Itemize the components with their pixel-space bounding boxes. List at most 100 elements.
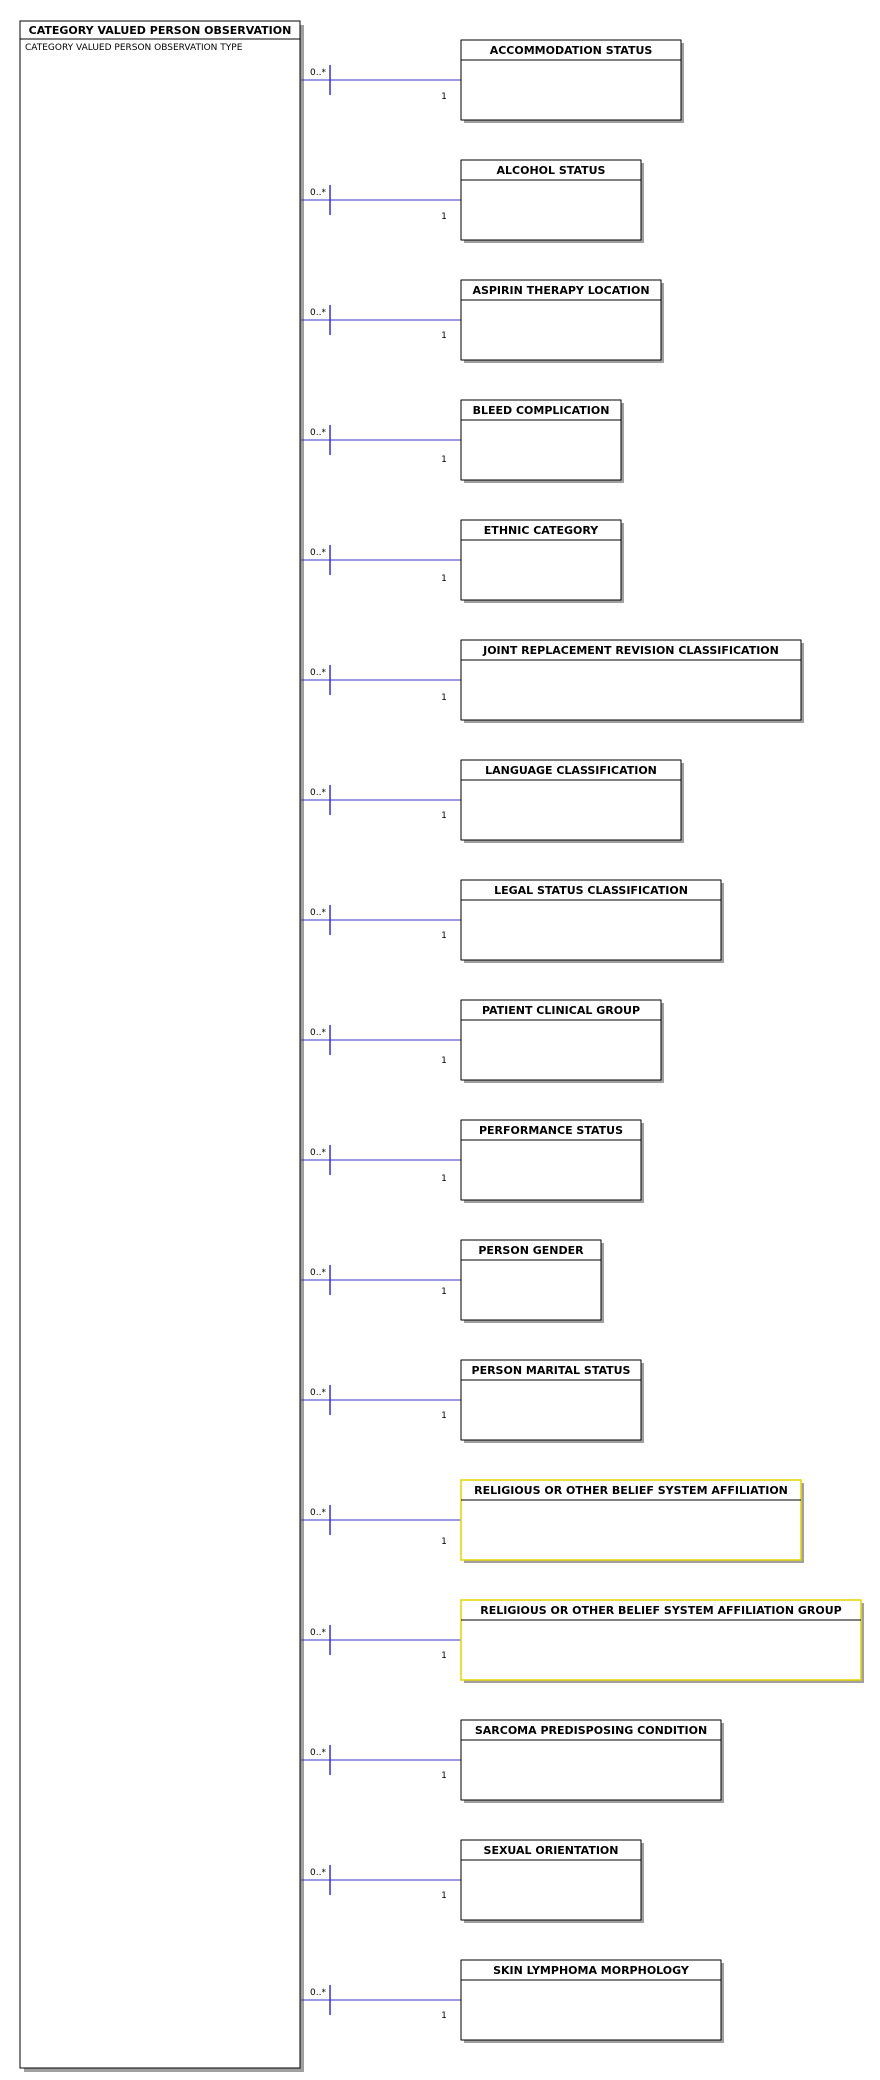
relationship-row: 0..* 1 PATIENT CLINICAL GROUP bbox=[301, 999, 664, 1083]
source-multiplicity: 0..* bbox=[310, 1028, 326, 1038]
entity-title: JOINT REPLACEMENT REVISION CLASSIFICATIO… bbox=[482, 644, 779, 657]
entity-title: SKIN LYMPHOMA MORPHOLOGY bbox=[493, 1964, 690, 1977]
entity-title: BLEED COMPLICATION bbox=[473, 404, 610, 417]
entity-title: LANGUAGE CLASSIFICATION bbox=[485, 764, 657, 777]
entity-frame bbox=[460, 1119, 642, 1201]
entity-title: LEGAL STATUS CLASSIFICATION bbox=[494, 884, 688, 897]
target-multiplicity: 1 bbox=[441, 931, 447, 941]
target-multiplicity: 1 bbox=[441, 1651, 447, 1661]
entity-box[interactable]: PERSON GENDER bbox=[460, 1239, 604, 1323]
source-multiplicity: 0..* bbox=[310, 1868, 326, 1878]
main-entity-attribute: CATEGORY VALUED PERSON OBSERVATION TYPE bbox=[25, 43, 243, 53]
entity-frame bbox=[460, 39, 682, 121]
entity-frame bbox=[460, 639, 802, 721]
entity-title: PERFORMANCE STATUS bbox=[479, 1124, 623, 1137]
target-multiplicity: 1 bbox=[441, 2011, 447, 2021]
entity-title: PERSON MARITAL STATUS bbox=[472, 1364, 631, 1377]
main-entity-box[interactable]: CATEGORY VALUED PERSON OBSERVATION CATEG… bbox=[19, 20, 304, 2072]
entity-box[interactable]: LEGAL STATUS CLASSIFICATION bbox=[460, 879, 724, 963]
source-multiplicity: 0..* bbox=[310, 1508, 326, 1518]
source-multiplicity: 0..* bbox=[310, 1628, 326, 1638]
entity-title: RELIGIOUS OR OTHER BELIEF SYSTEM AFFILIA… bbox=[480, 1604, 841, 1617]
entity-frame bbox=[460, 159, 642, 241]
target-multiplicity: 1 bbox=[441, 811, 447, 821]
relationship-row: 0..* 1 SEXUAL ORIENTATION bbox=[301, 1839, 644, 1923]
entity-box[interactable]: RELIGIOUS OR OTHER BELIEF SYSTEM AFFILIA… bbox=[460, 1479, 804, 1563]
entity-title: SEXUAL ORIENTATION bbox=[484, 1844, 619, 1857]
entity-box[interactable]: SEXUAL ORIENTATION bbox=[460, 1839, 644, 1923]
entity-title: PERSON GENDER bbox=[478, 1244, 584, 1257]
entity-box[interactable]: ALCOHOL STATUS bbox=[460, 159, 644, 243]
relationship-row: 0..* 1 PERFORMANCE STATUS bbox=[301, 1119, 644, 1203]
entity-frame bbox=[460, 1479, 802, 1561]
source-multiplicity: 0..* bbox=[310, 188, 326, 198]
entity-title: ASPIRIN THERAPY LOCATION bbox=[472, 284, 649, 297]
entity-box[interactable]: SARCOMA PREDISPOSING CONDITION bbox=[460, 1719, 724, 1803]
target-multiplicity: 1 bbox=[441, 1537, 447, 1547]
entity-box[interactable]: ACCOMMODATION STATUS bbox=[460, 39, 684, 123]
target-multiplicity: 1 bbox=[441, 331, 447, 341]
entity-frame bbox=[460, 1839, 642, 1921]
source-multiplicity: 0..* bbox=[310, 428, 326, 438]
entity-frame bbox=[460, 879, 722, 961]
entity-title: ALCOHOL STATUS bbox=[497, 164, 606, 177]
relationship-row: 0..* 1 ETHNIC CATEGORY bbox=[301, 519, 624, 603]
entity-frame bbox=[460, 279, 662, 361]
relationship-row: 0..* 1 JOINT REPLACEMENT REVISION CLASSIFI… bbox=[301, 639, 804, 723]
entity-title: RELIGIOUS OR OTHER BELIEF SYSTEM AFFILIA… bbox=[474, 1484, 788, 1497]
source-multiplicity: 0..* bbox=[310, 68, 326, 78]
main-entity-title: CATEGORY VALUED PERSON OBSERVATION bbox=[29, 24, 292, 37]
entity-frame bbox=[460, 1719, 722, 1801]
source-multiplicity: 0..* bbox=[310, 1148, 326, 1158]
source-multiplicity: 0..* bbox=[310, 1268, 326, 1278]
target-multiplicity: 1 bbox=[441, 1411, 447, 1421]
entity-box[interactable]: PERFORMANCE STATUS bbox=[460, 1119, 644, 1203]
entity-box[interactable]: ASPIRIN THERAPY LOCATION bbox=[460, 279, 664, 363]
entity-title: PATIENT CLINICAL GROUP bbox=[482, 1004, 640, 1017]
entity-title: SARCOMA PREDISPOSING CONDITION bbox=[475, 1724, 707, 1737]
target-multiplicity: 1 bbox=[441, 1771, 447, 1781]
entity-frame bbox=[460, 1959, 722, 2041]
target-multiplicity: 1 bbox=[441, 92, 447, 102]
target-multiplicity: 1 bbox=[441, 1056, 447, 1066]
entity-frame bbox=[460, 1359, 642, 1441]
source-multiplicity: 0..* bbox=[310, 908, 326, 918]
relationship-row: 0..* 1 LEGAL STATUS CLASSIFICATION bbox=[301, 879, 724, 963]
entity-box[interactable]: RELIGIOUS OR OTHER BELIEF SYSTEM AFFILIA… bbox=[460, 1599, 864, 1683]
entity-box[interactable]: JOINT REPLACEMENT REVISION CLASSIFICATIO… bbox=[460, 639, 804, 723]
entity-box[interactable]: ETHNIC CATEGORY bbox=[460, 519, 624, 603]
source-multiplicity: 0..* bbox=[310, 548, 326, 558]
relationship-row: 0..* 1 ASPIRIN THERAPY LOCATION bbox=[301, 279, 664, 363]
target-multiplicity: 1 bbox=[441, 693, 447, 703]
entity-frame bbox=[460, 399, 622, 481]
source-multiplicity: 0..* bbox=[310, 1388, 326, 1398]
target-multiplicity: 1 bbox=[441, 455, 447, 465]
source-multiplicity: 0..* bbox=[310, 1748, 326, 1758]
target-multiplicity: 1 bbox=[441, 574, 447, 584]
entity-box[interactable]: LANGUAGE CLASSIFICATION bbox=[460, 759, 684, 843]
target-multiplicity: 1 bbox=[441, 1287, 447, 1297]
relationship-row: 0..* 1 PERSON MARITAL STATUS bbox=[301, 1359, 644, 1443]
entity-box[interactable]: PERSON MARITAL STATUS bbox=[460, 1359, 644, 1443]
relationship-row: 0..* 1 ACCOMMODATION STATUS bbox=[301, 39, 684, 123]
entity-frame bbox=[460, 759, 682, 841]
entity-frame bbox=[460, 519, 622, 601]
entity-box[interactable]: PATIENT CLINICAL GROUP bbox=[460, 999, 664, 1083]
relationship-row: 0..* 1 PERSON GENDER bbox=[301, 1239, 604, 1323]
entity-box[interactable]: BLEED COMPLICATION bbox=[460, 399, 624, 483]
entity-box[interactable]: SKIN LYMPHOMA MORPHOLOGY bbox=[460, 1959, 724, 2043]
source-multiplicity: 0..* bbox=[310, 308, 326, 318]
entity-frame bbox=[460, 1239, 602, 1321]
entity-title: ETHNIC CATEGORY bbox=[484, 524, 599, 537]
target-multiplicity: 1 bbox=[441, 1891, 447, 1901]
source-multiplicity: 0..* bbox=[310, 668, 326, 678]
relationship-row: 0..* 1 BLEED COMPLICATION bbox=[301, 399, 624, 483]
relationship-row: 0..* 1 SARCOMA PREDISPOSING CONDITION bbox=[301, 1719, 724, 1803]
entity-title: ACCOMMODATION STATUS bbox=[490, 44, 653, 57]
source-multiplicity: 0..* bbox=[310, 788, 326, 798]
target-multiplicity: 1 bbox=[441, 1174, 447, 1184]
entity-frame bbox=[460, 999, 662, 1081]
